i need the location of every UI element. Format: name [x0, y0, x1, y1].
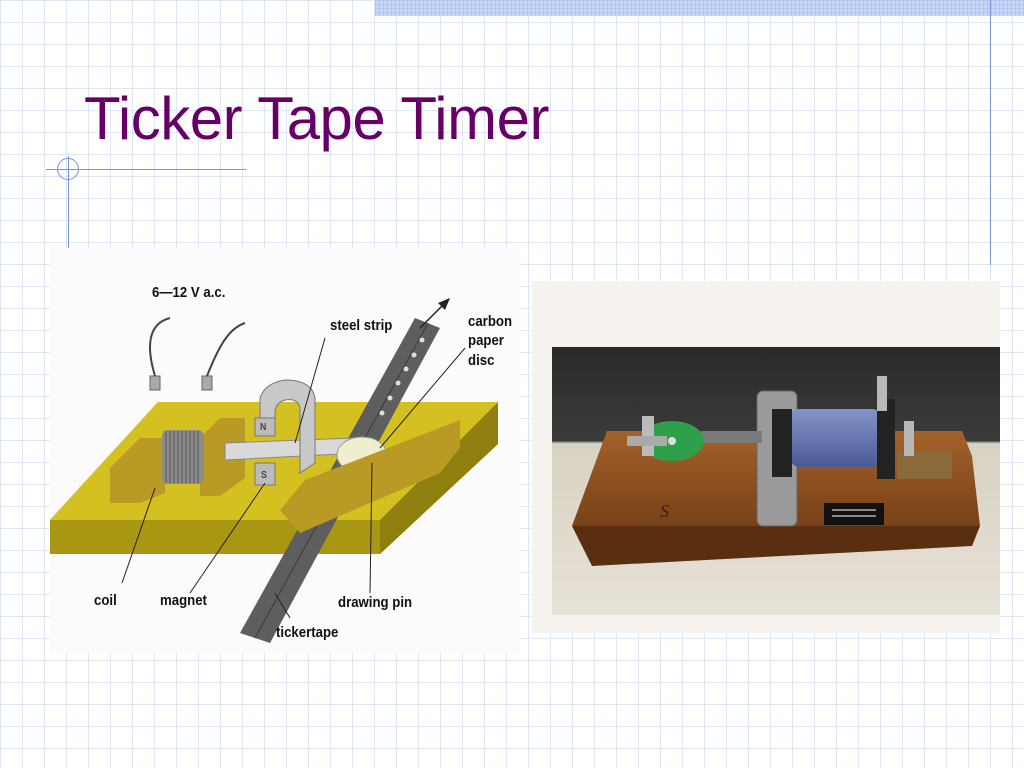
tape-dot	[419, 337, 425, 343]
label-carbon: carbon	[468, 313, 513, 330]
name-plate-text-line	[832, 515, 876, 517]
label-drawing-pin: drawing pin	[338, 594, 413, 611]
terminal-left	[149, 375, 161, 391]
wooden-base-front	[572, 526, 980, 566]
title-vertical-line	[68, 156, 69, 248]
tape-dot	[387, 395, 393, 401]
coil-pointer	[121, 487, 156, 584]
slide-title: Ticker Tape Timer	[84, 85, 549, 152]
coil-windings	[165, 431, 199, 483]
tape-direction-line	[419, 302, 446, 329]
coil-start-plate	[772, 409, 792, 477]
terminal-right	[201, 375, 213, 391]
label-coil: coil	[94, 592, 117, 609]
decorative-vertical-line	[990, 0, 991, 265]
magnet-pole-s	[254, 462, 276, 486]
coil-cylinder	[790, 409, 882, 467]
label-voltage: 6—12 V a.c.	[152, 284, 226, 301]
label-disc: disc	[468, 352, 495, 369]
label-steel-strip: steel strip	[330, 317, 393, 334]
carbon-disc-pointer	[379, 347, 466, 449]
magnet-pole-n	[254, 417, 276, 437]
ticker-timer-diagram: 6—12 V a.c. steel strip carbon paper dis…	[50, 248, 520, 653]
title-circle-ornament	[57, 158, 79, 180]
ticker-timer-photo: S	[532, 281, 1000, 633]
name-plate	[824, 503, 884, 525]
steel-strip-pointer	[294, 337, 326, 444]
tickertape-pointer	[274, 592, 291, 619]
coil-end-plate	[877, 399, 895, 479]
label-paper: paper	[468, 332, 504, 349]
terminal-post	[877, 376, 887, 411]
tape-direction-arrowhead	[438, 298, 450, 310]
tape-dot	[395, 380, 401, 386]
name-plate-text-line	[832, 509, 876, 511]
left-clamp-bar	[627, 436, 667, 446]
coil-holder-right	[200, 418, 245, 496]
u-magnet	[259, 379, 316, 474]
magnet-pole-s-label: S	[261, 470, 267, 481]
drawing-pin-pointer	[369, 462, 373, 594]
magnet-pointer	[189, 482, 266, 594]
coil-holder-left	[110, 438, 165, 503]
title-underline	[46, 169, 246, 170]
label-tickertape: tickertape	[276, 624, 339, 641]
tape-dot	[403, 366, 409, 372]
tape-dot	[411, 352, 417, 358]
photo-drawing	[552, 347, 1000, 615]
base-board-side	[380, 402, 498, 554]
vibrator-strip	[702, 431, 762, 443]
right-mount-plate	[280, 420, 460, 533]
tape-dot	[379, 410, 385, 416]
disc-pin	[668, 437, 676, 445]
header-band	[375, 0, 1024, 16]
wire-left	[149, 317, 171, 377]
label-magnet: magnet	[160, 592, 207, 609]
photo-pole-mark: S	[660, 501, 669, 521]
wire-right	[206, 322, 246, 377]
magnet-pole-n-label: N	[260, 422, 267, 433]
terminal-post	[904, 421, 914, 456]
diagram-drawing	[50, 298, 498, 643]
